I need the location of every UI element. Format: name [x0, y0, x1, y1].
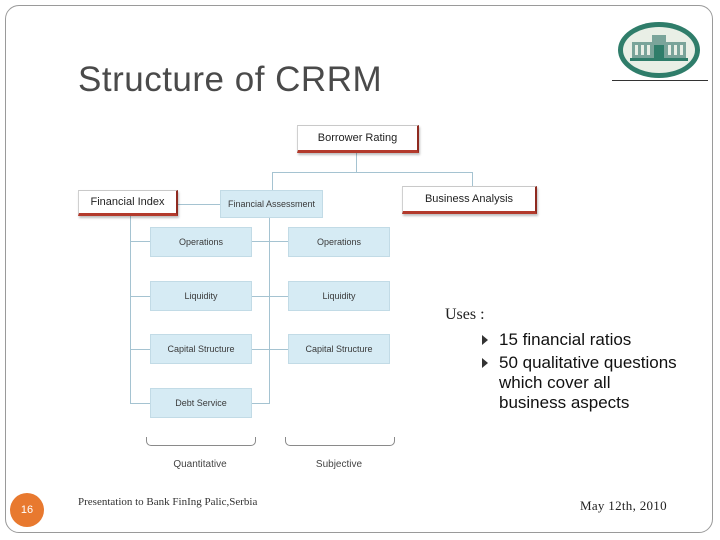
connector-business-vertical	[472, 172, 473, 188]
connector-left-trunk	[130, 216, 131, 404]
connector-center-trunk	[269, 218, 270, 404]
right-capital-structure-box: Capital Structure	[288, 334, 390, 364]
page-number-badge: 16	[10, 493, 44, 527]
connector-left-branch	[130, 403, 150, 404]
uses-heading: Uses :	[445, 306, 485, 323]
left-operations-box: Operations	[150, 227, 252, 257]
footer-date: May 12th, 2010	[580, 498, 667, 513]
quantitative-bracket	[146, 437, 256, 446]
left-liquidity-box: Liquidity	[150, 281, 252, 311]
connector-assessment-vertical	[272, 172, 273, 190]
connector-index-link	[176, 204, 220, 205]
bullet-arrow-icon	[482, 358, 488, 368]
quantitative-label: Quantitative	[173, 459, 227, 470]
connector-center-branch	[252, 403, 269, 404]
uses-list: 15 financial ratios 50 qualitative quest…	[482, 330, 682, 416]
connector-left-branch	[130, 296, 150, 297]
left-debt-service-box: Debt Service	[150, 388, 252, 418]
connector-center-branch	[252, 241, 288, 242]
connector-left-branch	[130, 241, 150, 242]
financial-index-box: Financial Index	[78, 190, 178, 216]
footer-presentation-text: Presentation to Bank FinIng Palic,Serbia	[78, 496, 258, 508]
connector-left-branch	[130, 349, 150, 350]
business-analysis-box: Business Analysis	[402, 186, 537, 214]
list-item: 50 qualitative questions which cover all…	[482, 353, 682, 413]
logo-underline	[612, 80, 708, 81]
borrower-rating-box: Borrower Rating	[297, 125, 419, 153]
slide-title: Structure of CRRM	[78, 60, 383, 99]
slide-frame	[5, 5, 713, 533]
right-liquidity-box: Liquidity	[288, 281, 390, 311]
connector-center-branch	[252, 296, 288, 297]
financial-assessment-box: Financial Assessment	[220, 190, 323, 218]
list-item: 15 financial ratios	[482, 330, 682, 350]
connector-rating-vertical	[356, 153, 357, 173]
right-operations-box: Operations	[288, 227, 390, 257]
list-item-text: 15 financial ratios	[499, 330, 632, 349]
bullet-arrow-icon	[482, 335, 488, 345]
subjective-label: Subjective	[315, 459, 363, 470]
bank-logo	[616, 20, 702, 80]
subjective-bracket	[285, 437, 395, 446]
list-item-text: 50 qualitative questions which cover all…	[499, 353, 677, 412]
left-capital-structure-box: Capital Structure	[150, 334, 252, 364]
connector-rating-horizontal	[272, 172, 472, 173]
connector-center-branch	[252, 349, 288, 350]
